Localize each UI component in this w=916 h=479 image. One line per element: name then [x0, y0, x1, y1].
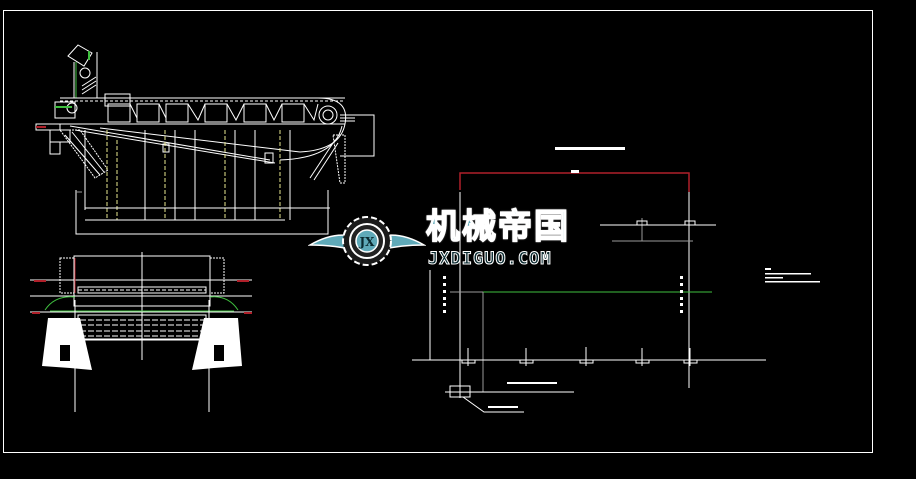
watermark-cn-text: 机械帝国: [425, 206, 570, 248]
watermark-logo: JX 机械帝国 JXDIGUO.COM: [308, 205, 608, 273]
left-pier: [42, 318, 92, 370]
layout-plan-view: [412, 147, 820, 413]
drawing-border: [3, 10, 873, 453]
right-pier: [192, 318, 242, 370]
gear-wings-icon: JX: [308, 216, 426, 266]
side-elevation-view: [35, 44, 375, 235]
watermark-url-text: JXDIGUO.COM: [428, 249, 552, 270]
badge-text: JX: [359, 235, 376, 249]
